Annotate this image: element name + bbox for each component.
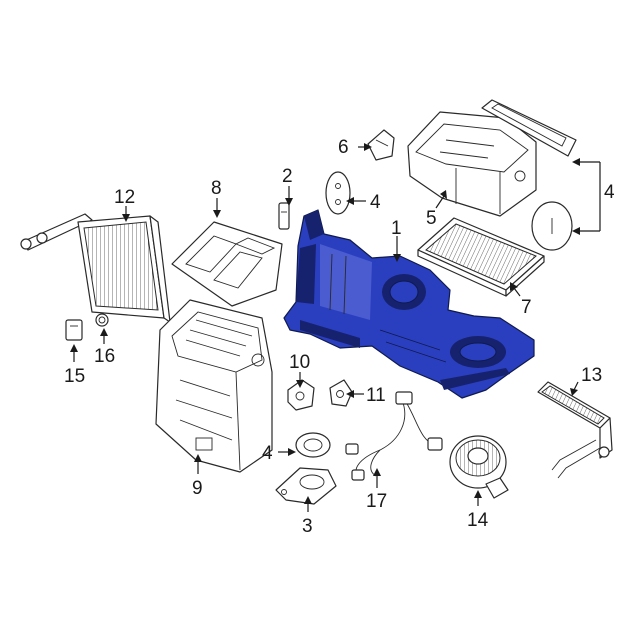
part-7-cabin-filter [417,217,545,297]
part-2-clip [278,202,290,230]
callout-9: 9 [192,478,203,499]
callout-1: 1 [391,218,402,239]
callout-4-right: 4 [604,182,615,203]
callout-15: 15 [64,366,85,387]
callout-8: 8 [211,178,222,199]
part-6-actuator [367,129,395,161]
callout-10: 10 [289,352,310,373]
callout-2: 2 [282,166,293,187]
part-15-sensor [65,319,83,341]
callout-6: 6 [338,137,349,158]
part-1-main-case [283,209,535,399]
callout-3: 3 [302,516,313,537]
part-14-blower-motor [449,435,509,499]
callout-11: 11 [366,385,386,406]
part-4-gasket-bottom [295,432,331,458]
part-5-upper-case [407,111,537,217]
part-13-heater-core-right [537,381,613,479]
part-4-cover-top [325,171,351,215]
part-4-cover-right [531,201,573,251]
callout-5: 5 [426,208,437,229]
callout-13: 13 [581,365,602,386]
callout-12: 12 [114,187,135,208]
part-8-frame [171,221,283,307]
callout-4-bottom: 4 [262,443,273,464]
part-4-gasket-frame [481,99,577,157]
callout-4-top: 4 [370,192,381,213]
callout-14: 14 [467,510,489,531]
part-3-duct-adapter [275,467,337,505]
leader-lines [70,143,601,512]
part-9-hvac-housing [155,299,273,473]
part-11-actuator [329,379,353,407]
part-12-heater-core [20,213,171,323]
part-17-wiring-harness [345,391,443,481]
callout-7: 7 [521,297,532,318]
part-16-seal [95,313,109,327]
callout-labels: 1 2 3 4 4 4 5 6 7 8 9 10 11 12 13 14 15 … [64,137,615,537]
callout-16: 16 [94,346,115,367]
callout-17: 17 [366,491,387,512]
